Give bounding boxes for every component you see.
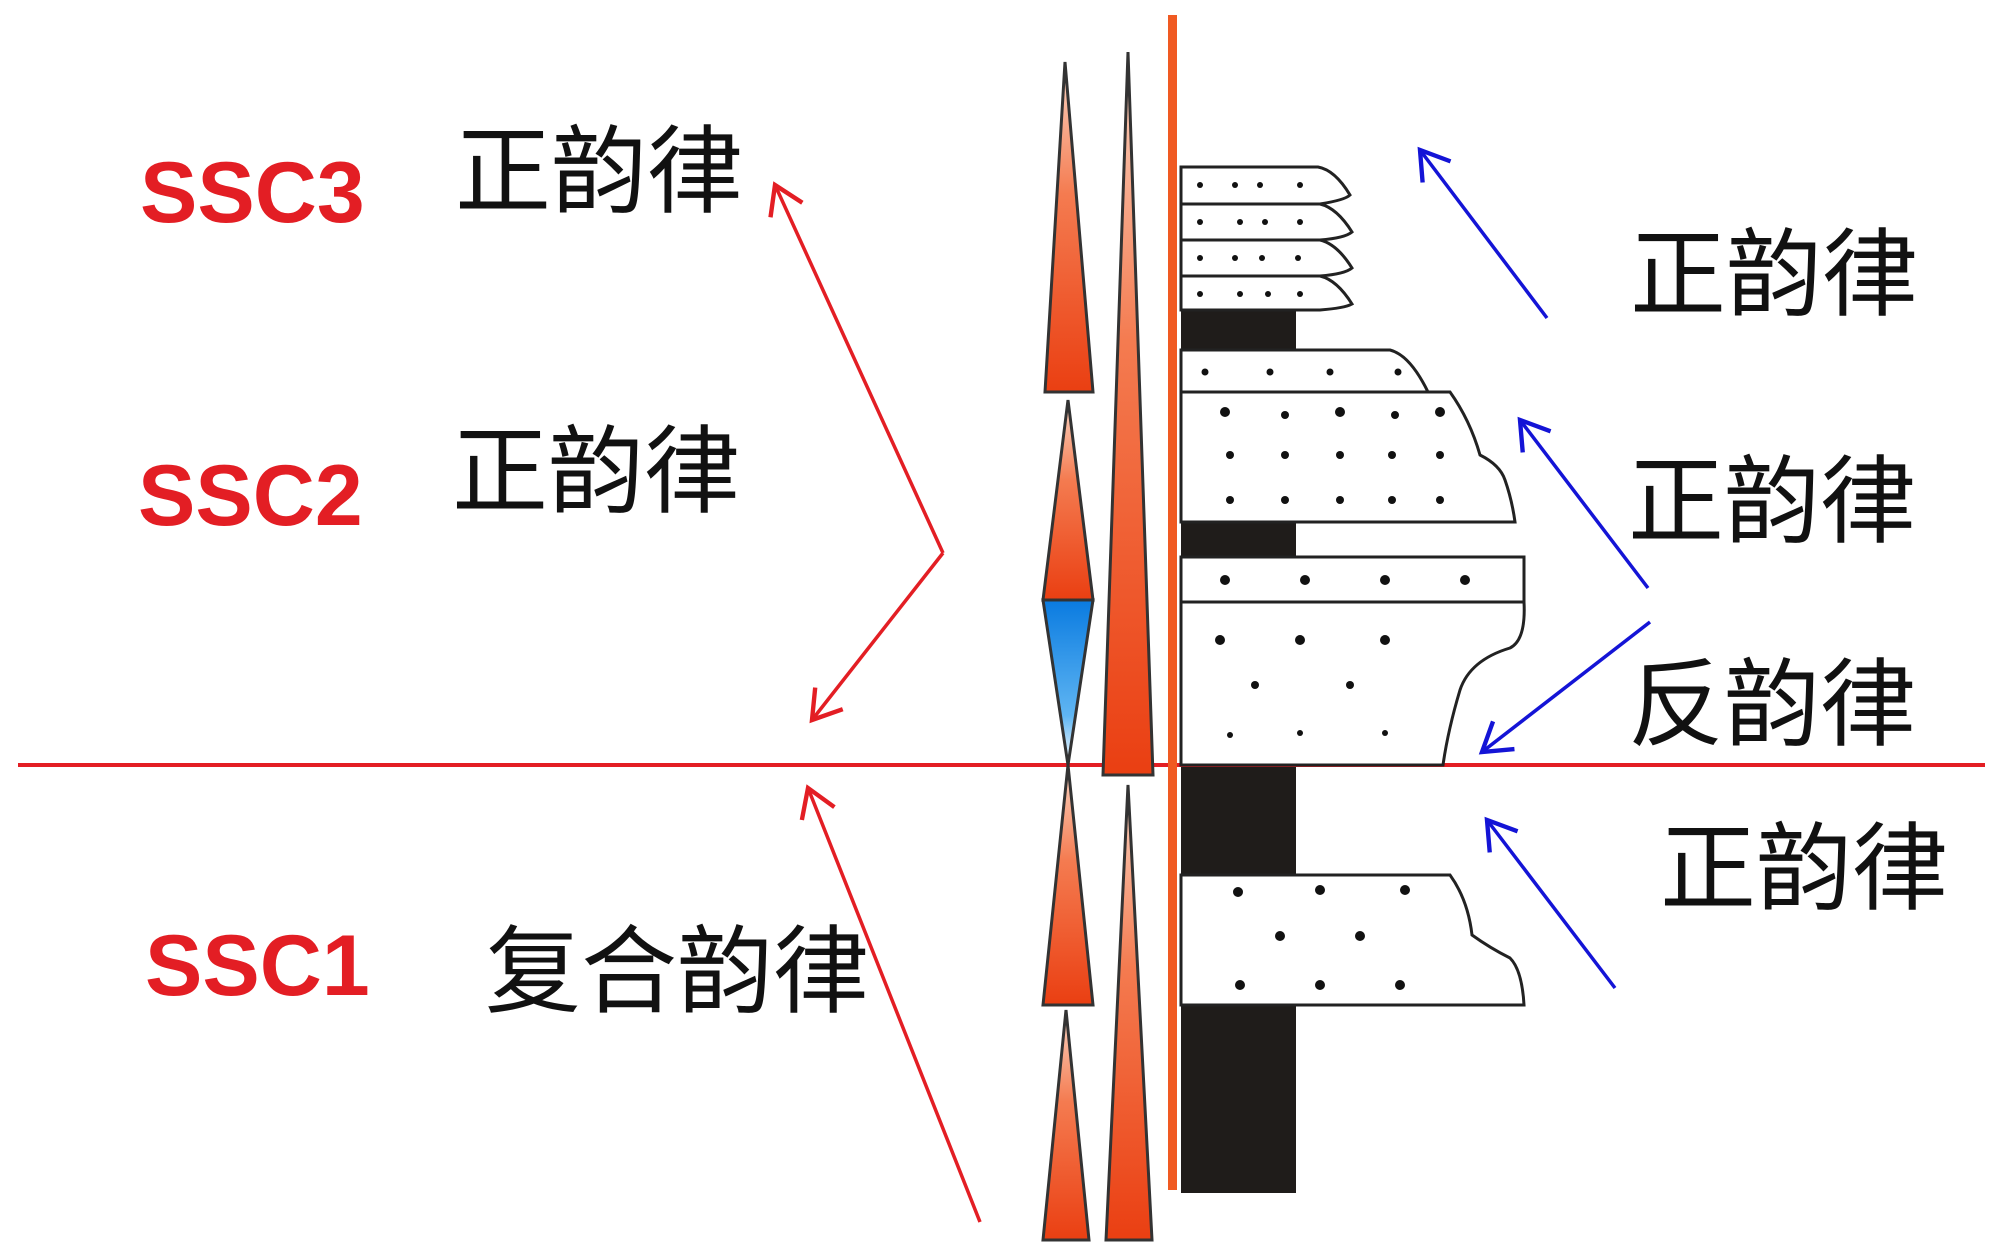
sandstone-bed	[1179, 238, 1354, 278]
sandstone-bed	[1179, 348, 1431, 394]
sandstone-bed	[1179, 390, 1517, 524]
mudstone-layer	[1181, 767, 1296, 875]
column-rhythm-label: 正韵律	[1628, 446, 1916, 558]
sequence-rhythm-ssc2: 正韵律	[452, 416, 740, 528]
mudstone-layer	[1181, 310, 1296, 350]
blue-arrow	[1478, 620, 1652, 755]
sequence-rhythm-ssc3: 正韵律	[455, 116, 743, 228]
sandstone-bed	[1179, 555, 1526, 604]
red-arrow-upper	[768, 181, 945, 554]
sandstone-bed	[1179, 165, 1352, 206]
column-axis-bar	[1168, 15, 1177, 1190]
cycle-triangle-small-4	[1041, 1009, 1091, 1242]
mudstone-layer	[1181, 522, 1296, 557]
sequence-label-ssc1: SSC1	[145, 918, 370, 1014]
sandstone-bed	[1179, 873, 1526, 1007]
sand-grains	[1197, 182, 1470, 990]
mudstone-layer	[1181, 1005, 1296, 1193]
sequence-label-ssc3: SSC3	[140, 145, 365, 241]
cycle-triangle-large-upper	[1101, 51, 1155, 777]
column-rhythm-label: 正韵律	[1660, 813, 1948, 925]
sequence-label-ssc2: SSC2	[138, 448, 363, 544]
lithology-column	[1179, 165, 1526, 1193]
column-rhythm-label: 反韵律	[1628, 649, 1916, 761]
column-rhythm-label: 正韵律	[1630, 219, 1918, 331]
cycle-triangle-small-2	[1041, 399, 1095, 602]
blue-arrow	[1484, 816, 1617, 990]
blue-arrow	[1417, 146, 1549, 320]
sequence-rhythm-ssc1: 复合韵律	[485, 916, 869, 1028]
red-arrow-lower	[809, 551, 945, 724]
red-arrow-ssc1	[799, 784, 982, 1223]
cycle-triangle-small-1	[1043, 61, 1095, 394]
cycle-triangle-large-lower	[1104, 784, 1154, 1242]
cycle-triangle-inverted	[1041, 598, 1095, 766]
blue-arrow	[1517, 416, 1650, 590]
cycle-triangle-small-3	[1041, 764, 1095, 1007]
